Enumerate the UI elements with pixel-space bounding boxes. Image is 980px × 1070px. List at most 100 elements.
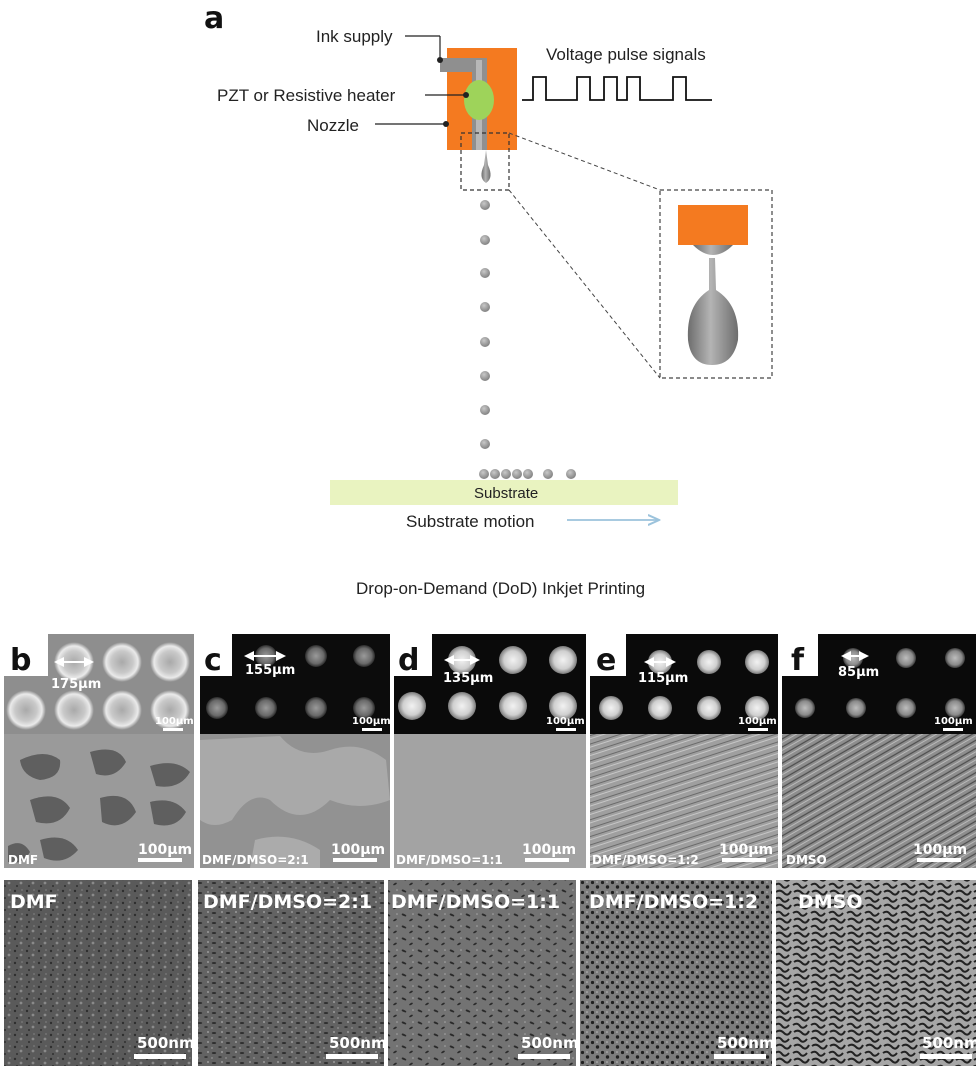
- island: [150, 800, 186, 826]
- scale-bar: [917, 858, 961, 862]
- printed-dot: [102, 690, 142, 730]
- scale-bar: [518, 1054, 570, 1059]
- printed-dot: [846, 698, 866, 718]
- scale-bar: [134, 1054, 186, 1059]
- droplet: [512, 469, 522, 479]
- enlarged-printhead: [678, 205, 748, 245]
- scale-label: 100µm: [138, 842, 192, 858]
- scale-bar: [525, 858, 569, 862]
- letter-box: [394, 634, 432, 676]
- droplet: [479, 469, 489, 479]
- label-voltage-pulse: Voltage pulse signals: [546, 45, 706, 64]
- scale-label: 500nm: [922, 1034, 980, 1052]
- enlarged-meniscus: [693, 245, 733, 255]
- printed-dot: [499, 692, 527, 720]
- printed-dot: [945, 698, 965, 718]
- panel-a-schematic: a Ink supply PZT or Resistive heater Noz…: [204, 1, 773, 598]
- scale-bar: [326, 1054, 378, 1059]
- printed-dot: [549, 692, 577, 720]
- printed-dot: [102, 642, 142, 682]
- island: [100, 795, 136, 826]
- sem-label: DMF: [10, 891, 58, 913]
- nozzle-zoom-box: [460, 132, 510, 191]
- scale-bar: [556, 728, 576, 731]
- dot-array: [398, 646, 577, 720]
- solvent-label: DMSO: [786, 853, 827, 867]
- scale-bar: [943, 728, 963, 731]
- deposited-droplets: [479, 469, 576, 479]
- dot-array: [599, 650, 769, 720]
- panel-e: e 115µm 100µm DMF/DMSO=1:2 100µm: [590, 634, 778, 868]
- droplet: [523, 469, 533, 479]
- printed-dot: [150, 642, 190, 682]
- printed-dot: [6, 690, 46, 730]
- printed-dot: [305, 697, 327, 719]
- droplet: [480, 337, 490, 347]
- printed-dot: [206, 697, 228, 719]
- scale-label: 500nm: [717, 1034, 775, 1052]
- falling-droplets: [480, 200, 490, 449]
- label-substrate-motion: Substrate motion: [406, 512, 535, 531]
- scale-label: 500nm: [329, 1034, 387, 1052]
- scale-label: 500nm: [521, 1034, 579, 1052]
- droplet: [501, 469, 511, 479]
- island: [150, 763, 190, 787]
- scale-label: 100µm: [738, 716, 777, 727]
- droplet: [480, 235, 490, 245]
- printed-dot: [795, 698, 815, 718]
- printed-dot: [697, 696, 721, 720]
- dimension-label: 135µm: [443, 671, 493, 686]
- printed-dot: [448, 692, 476, 720]
- panel-f: f 85µm 100µm DMSO 100µm: [782, 634, 976, 868]
- sem-image-dmf-dmso-2-1: DMF/DMSO=2:1 500nm: [198, 880, 387, 1066]
- sem-image-dmso: DMSO 500nm: [776, 880, 980, 1066]
- scale-bar: [920, 1054, 972, 1059]
- sem-label: DMSO: [798, 891, 863, 913]
- printed-dot: [945, 648, 965, 668]
- printed-dot: [255, 697, 277, 719]
- printed-dot: [54, 690, 94, 730]
- panel-letter: e: [596, 643, 616, 678]
- sem-micrograph: [388, 880, 576, 1066]
- sem-image-dmf-dmso-1-1: DMF/DMSO=1:1 500nm: [388, 880, 579, 1066]
- film-domain: [200, 736, 390, 825]
- printed-dot: [697, 650, 721, 674]
- panel-d: d 135µm 100µm DMF/DMSO=1:1 100µm: [394, 634, 586, 868]
- nozzle-droplet: [481, 150, 491, 183]
- island: [90, 749, 126, 776]
- scale-label: 100µm: [913, 842, 967, 858]
- droplet: [480, 302, 490, 312]
- dimension-label: 115µm: [638, 671, 688, 686]
- printed-dot: [648, 696, 672, 720]
- printed-dot: [599, 696, 623, 720]
- panel-letter: b: [10, 643, 31, 678]
- droplet: [480, 405, 490, 415]
- printed-dot: [353, 697, 375, 719]
- micrograph: [782, 734, 976, 868]
- scale-bar: [362, 728, 382, 731]
- panel-letter: d: [398, 643, 419, 678]
- letter-box: [590, 634, 626, 676]
- leader-dot-pzt: [463, 92, 469, 98]
- droplet: [480, 371, 490, 381]
- scale-bar: [722, 858, 766, 862]
- scale-label: 100µm: [546, 716, 585, 727]
- panel-a-caption: Drop-on-Demand (DoD) Inkjet Printing: [356, 579, 645, 598]
- scale-bar: [138, 858, 182, 862]
- letter-box: [782, 634, 818, 676]
- printed-dot: [896, 648, 916, 668]
- letter-box: [200, 634, 232, 676]
- sem-micrograph: [776, 880, 976, 1066]
- sem-label: DMF/DMSO=1:1: [391, 891, 560, 913]
- dimension-label: 175µm: [51, 677, 101, 692]
- sem-image-dmf-dmso-1-2: DMF/DMSO=1:2 500nm: [580, 880, 775, 1066]
- printed-dot: [353, 645, 375, 667]
- island: [40, 837, 78, 861]
- sem-image-dmf: DMF 500nm: [4, 880, 195, 1066]
- scale-label: 100µm: [522, 842, 576, 858]
- droplet: [490, 469, 500, 479]
- panel-b: b 175µm 100µm DMF 100µm: [4, 634, 194, 868]
- scale-label: 100µm: [155, 716, 194, 727]
- panel-a-letter: a: [204, 1, 224, 36]
- label-pzt-heater: PZT or Resistive heater: [217, 86, 396, 105]
